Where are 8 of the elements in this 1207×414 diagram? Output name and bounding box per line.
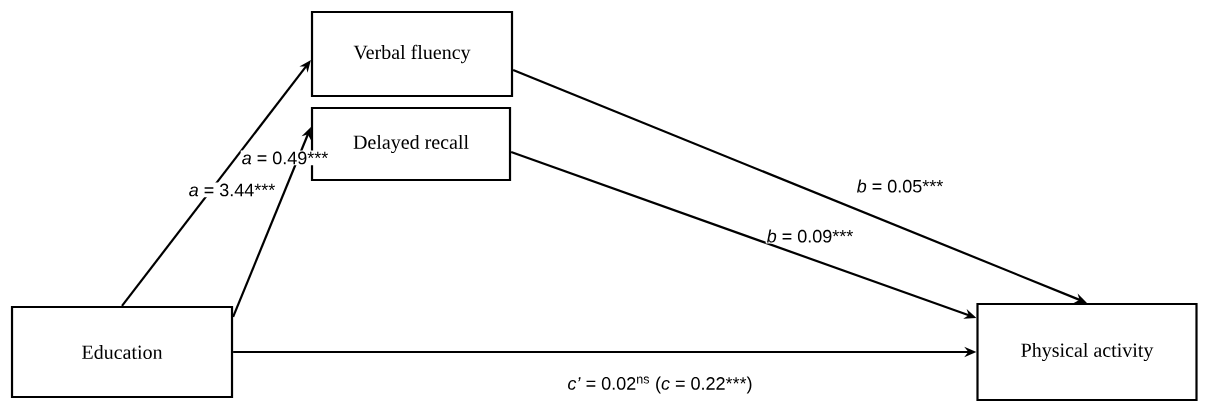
edge-label: b = 0.05*** xyxy=(855,178,945,194)
edge-label: b = 0.09*** xyxy=(765,228,855,244)
process-box: Education xyxy=(10,305,234,399)
edge-label: c’ = 0.02$^{ns}$ (c = 0.22***) xyxy=(566,375,754,395)
edge-label: a = 0.49*** xyxy=(240,150,330,166)
edge-label: a = 3.44*** xyxy=(187,182,277,198)
process-box: Physical activity xyxy=(976,302,1198,402)
process-box: Verbal fluency xyxy=(310,10,514,98)
